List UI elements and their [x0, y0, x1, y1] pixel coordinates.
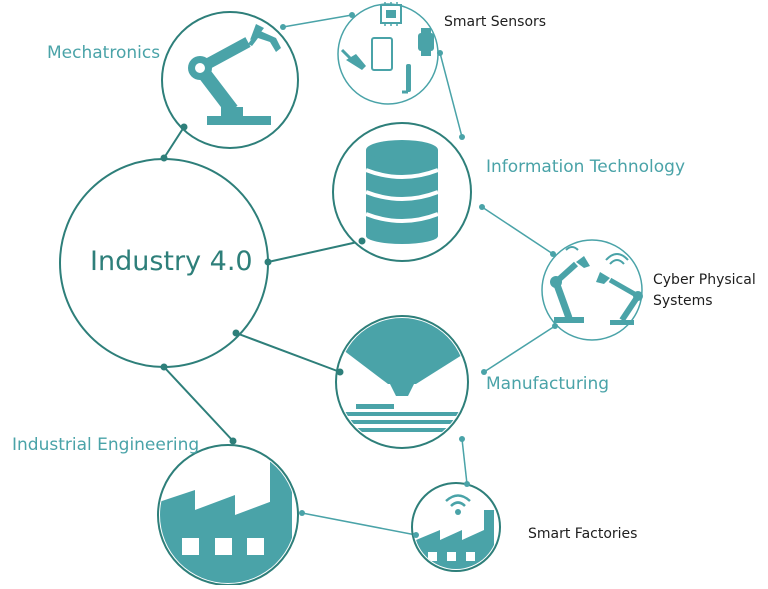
cyber-physical-label-line1: Cyber Physical [653, 272, 756, 288]
information-technology-label: Information Technology [486, 157, 686, 177]
sensor-devices-icon [340, 2, 434, 94]
wifi-icon [455, 509, 461, 515]
link-mechatronics-sensors [282, 14, 353, 28]
thermometer-icon [406, 64, 411, 92]
connector-lines [163, 14, 556, 536]
center-label: Industry 4.0 [90, 246, 253, 277]
connector-dots [160, 123, 366, 445]
link-center-industrial-eng [163, 366, 234, 442]
cyber-physical-label-line2: Systems [653, 293, 713, 309]
link-center-manufacturing [235, 332, 341, 373]
smartwatch-icon [418, 33, 434, 51]
information-technology-node [332, 122, 472, 262]
tablet-icon [371, 37, 393, 71]
link-center-it [267, 240, 363, 263]
cyber-physical-node [541, 239, 643, 341]
smart-sensors-node [337, 2, 439, 105]
link-center-mechatronics [163, 126, 185, 159]
connector-dots-light [280, 12, 558, 538]
robot-arm-icon [188, 24, 281, 125]
link-sensors-it [439, 52, 463, 138]
database-icon [365, 140, 439, 244]
smart-factory-icon [416, 494, 494, 569]
mechatronics-node [161, 11, 299, 149]
mechatronics-label: Mechatronics [47, 43, 161, 63]
link-ie-factories [301, 512, 417, 536]
industrial-engineering-node [157, 444, 299, 586]
smart-factories-node [411, 482, 501, 572]
smart-sensors-label: Smart Sensors [444, 14, 547, 30]
link-manufacturing-factories [461, 438, 468, 485]
link-it-cps [481, 206, 554, 255]
smart-factories-label: Smart Factories [528, 526, 638, 542]
manufacturing-label: Manufacturing [486, 374, 610, 394]
link-cps-manufacturing [483, 325, 556, 373]
manufacturing-node [335, 315, 469, 449]
industrial-engineering-label: Industrial Engineering [12, 435, 200, 455]
robot-arms-icon [550, 246, 643, 325]
